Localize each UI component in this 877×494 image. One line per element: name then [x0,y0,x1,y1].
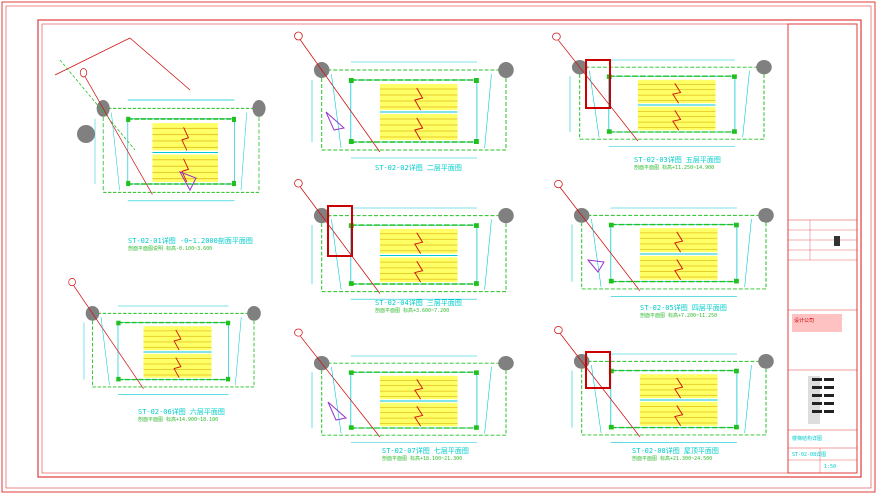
title-block [787,23,858,474]
plan-8-title: ST-02-08详图 屋顶平面图 [632,447,719,455]
plan-3-subtitle: 剖面平面图 标高+11.250~14.900 [634,165,715,171]
stair-plan-8 [553,325,775,444]
plan-8-subtitle: 剖面平面图 标高+21.300~24.500 [632,456,713,462]
plan-6-subtitle: 剖面平面图 标高+14.900~18.100 [138,417,219,423]
title-block-project: 楼梯结构详图 [792,436,823,442]
title-block-company: 设计公司 [794,318,815,324]
stair-plan-5 [553,179,775,298]
plan-7-title: ST-02-07详图 七层平面图 [382,447,469,455]
plan-3-title: ST-02-03详图 五层平面图 [634,156,721,164]
stair-plan-6 [68,277,262,396]
stair-plan-1 [54,37,267,202]
plan-4-title: ST-02-04详图 三层平面图 [375,299,462,307]
plan-4-subtitle: 剖面平面图 标高+3.600~7.200 [375,308,450,314]
plan-5-title: ST-02-05详图 四层平面图 [640,304,727,312]
plan-6-title: ST-02-06详图 六层平面图 [138,408,225,416]
stair-plan-7 [293,328,515,444]
stair-plan-2 [293,31,515,159]
title-block-drawing-no: ST-02-08详图 [792,452,827,458]
plan-5-subtitle: 剖面平面图 标高+7.200~11.250 [640,313,718,319]
plan-2-title: ST-02-02详图 二层平面图 [375,164,462,172]
plan-1-subtitle: 剖面平面图说明 标高-0.100~3.600 [128,246,213,252]
plan-1-title: ST-02-01详图 -0~1.2000剖面平面图 [128,237,253,245]
stair-plan-3 [551,32,773,148]
stair-plan-4 [293,178,515,300]
title-block-scale: 1:50 [824,464,837,470]
plan-7-subtitle: 剖面平面图 标高+18.100~21.300 [382,456,463,462]
